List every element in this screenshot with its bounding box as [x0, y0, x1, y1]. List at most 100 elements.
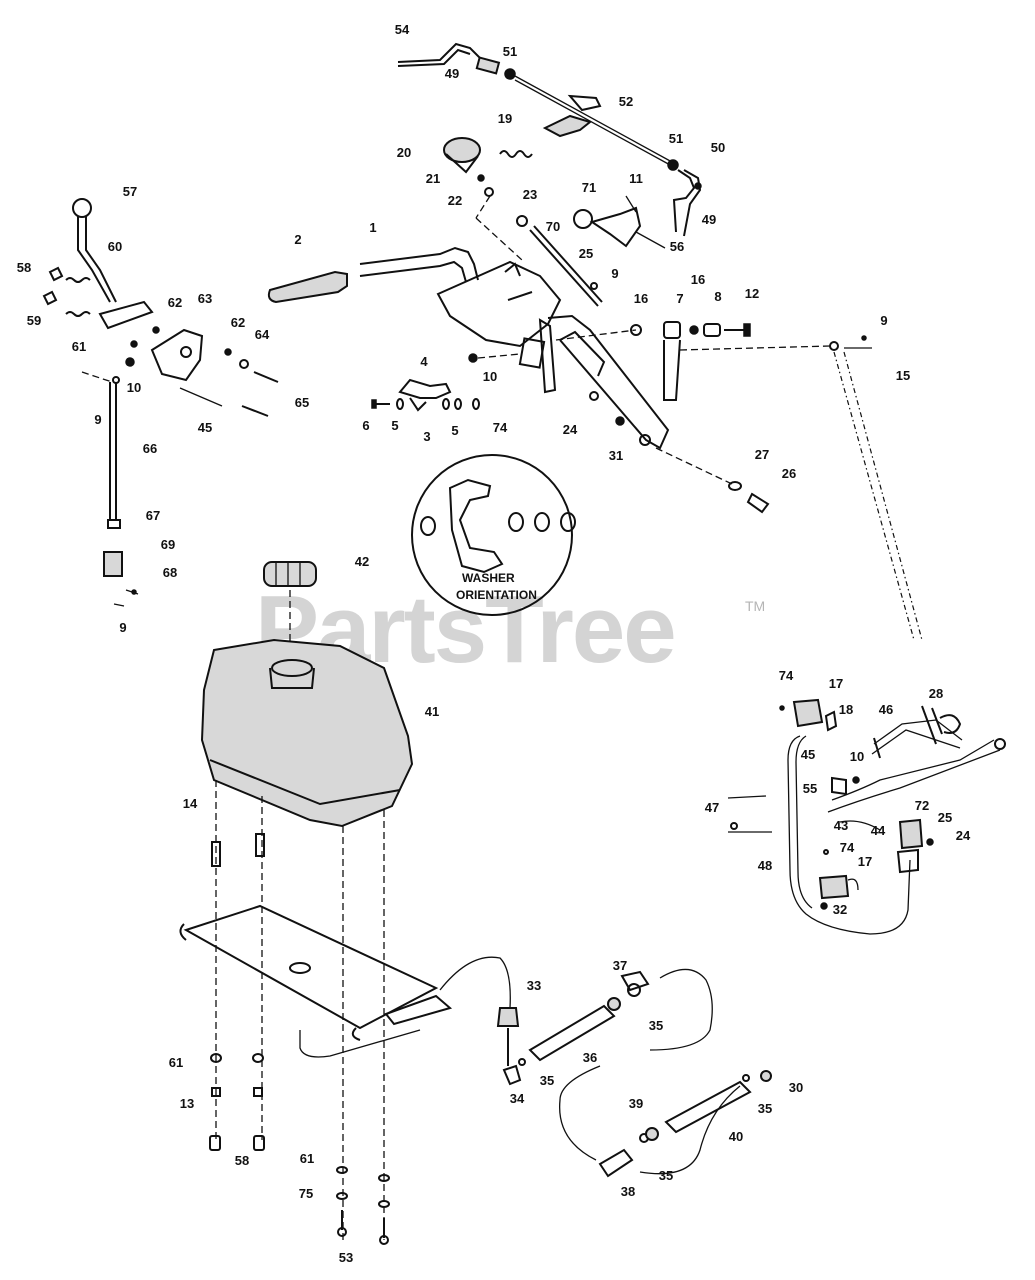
callout-9: 9 [611, 266, 618, 281]
callout-43: 43 [834, 818, 848, 833]
callout-22: 22 [448, 193, 462, 208]
callout-72: 72 [915, 798, 929, 813]
callout-49: 49 [445, 66, 459, 81]
callout-24: 24 [563, 422, 578, 437]
callout-54: 54 [395, 22, 410, 37]
shift-rod-assembly [397, 42, 702, 237]
callout-4: 4 [420, 354, 428, 369]
washer-stack [371, 378, 480, 412]
callout-61: 61 [72, 339, 86, 354]
control-linkage-upper [443, 137, 666, 307]
callout-9: 9 [119, 620, 126, 635]
callout-17: 17 [858, 854, 872, 869]
callout-15: 15 [896, 368, 910, 383]
fuel-tank-assembly [200, 561, 414, 828]
callout-10: 10 [127, 380, 141, 395]
callout-35: 35 [758, 1101, 772, 1116]
callout-46: 46 [879, 702, 893, 717]
callout-51: 51 [669, 131, 683, 146]
handle-assembly [267, 246, 670, 450]
linkage-right [555, 321, 923, 641]
callout-62: 62 [168, 295, 182, 310]
callout-50: 50 [711, 140, 725, 155]
callout-37: 37 [613, 958, 627, 973]
callout-39: 39 [629, 1096, 643, 1111]
callout-60: 60 [108, 239, 122, 254]
callout-41: 41 [425, 704, 439, 719]
callout-31: 31 [609, 448, 623, 463]
callout-71: 71 [582, 180, 596, 195]
callout-30: 30 [789, 1080, 803, 1095]
callout-57: 57 [123, 184, 137, 199]
callout-52: 52 [619, 94, 633, 109]
callout-61: 61 [300, 1151, 314, 1166]
callout-74: 74 [779, 668, 794, 683]
callout-12: 12 [745, 286, 759, 301]
callout-35: 35 [540, 1073, 554, 1088]
callout-28: 28 [929, 686, 943, 701]
callout-24: 24 [956, 828, 971, 843]
callout-18: 18 [839, 702, 853, 717]
callout-35: 35 [659, 1168, 673, 1183]
callout-70: 70 [546, 219, 560, 234]
callout-5: 5 [451, 423, 458, 438]
callout-33: 33 [527, 978, 541, 993]
callout-44: 44 [871, 823, 886, 838]
callout-9: 9 [94, 412, 101, 427]
callout-74: 74 [840, 840, 855, 855]
callout-67: 67 [146, 508, 160, 523]
callout-64: 64 [255, 327, 270, 342]
fuel-line-assembly [496, 968, 772, 1178]
callout-10: 10 [850, 749, 864, 764]
callout-17: 17 [829, 676, 843, 691]
callout-6: 6 [362, 418, 369, 433]
callout-16: 16 [691, 272, 705, 287]
tank-mount-plate [179, 780, 511, 1245]
callout-25: 25 [579, 246, 593, 261]
callout-51: 51 [503, 44, 517, 59]
callout-58: 58 [235, 1153, 249, 1168]
wiring-harness [727, 698, 1006, 935]
callout-45: 45 [801, 747, 815, 762]
callout-8: 8 [714, 289, 721, 304]
shift-lever-assembly [42, 198, 279, 607]
washer-orientation-detail: WASHER ORIENTATION [411, 454, 576, 616]
callout-9: 9 [880, 313, 887, 328]
watermark-trademark: TM [745, 598, 766, 614]
callout-56: 56 [670, 239, 684, 254]
callout-3: 3 [423, 429, 430, 444]
callout-25: 25 [938, 810, 952, 825]
callout-10: 10 [483, 369, 497, 384]
callout-66: 66 [143, 441, 157, 456]
callout-1: 1 [369, 220, 376, 235]
callout-53: 53 [339, 1250, 353, 1265]
callout-40: 40 [729, 1129, 743, 1144]
callout-7: 7 [676, 291, 683, 306]
callout-62: 62 [231, 315, 245, 330]
detail-label-line1: WASHER [462, 571, 515, 585]
callout-47: 47 [705, 800, 719, 815]
callout-68: 68 [163, 565, 177, 580]
callout-16: 16 [634, 291, 648, 306]
callout-69: 69 [161, 537, 175, 552]
callout-48: 48 [758, 858, 772, 873]
callout-5: 5 [391, 418, 398, 433]
callout-11: 11 [629, 171, 643, 186]
callout-45: 45 [198, 420, 212, 435]
callout-2: 2 [294, 232, 301, 247]
callout-58: 58 [17, 260, 31, 275]
callout-36: 36 [583, 1050, 597, 1065]
callout-34: 34 [510, 1091, 525, 1106]
callout-26: 26 [782, 466, 796, 481]
callout-23: 23 [523, 187, 537, 202]
callout-63: 63 [198, 291, 212, 306]
callout-27: 27 [755, 447, 769, 462]
callout-38: 38 [621, 1184, 635, 1199]
callout-65: 65 [295, 395, 309, 410]
callout-32: 32 [833, 902, 847, 917]
callout-59: 59 [27, 313, 41, 328]
callout-35: 35 [649, 1018, 663, 1033]
